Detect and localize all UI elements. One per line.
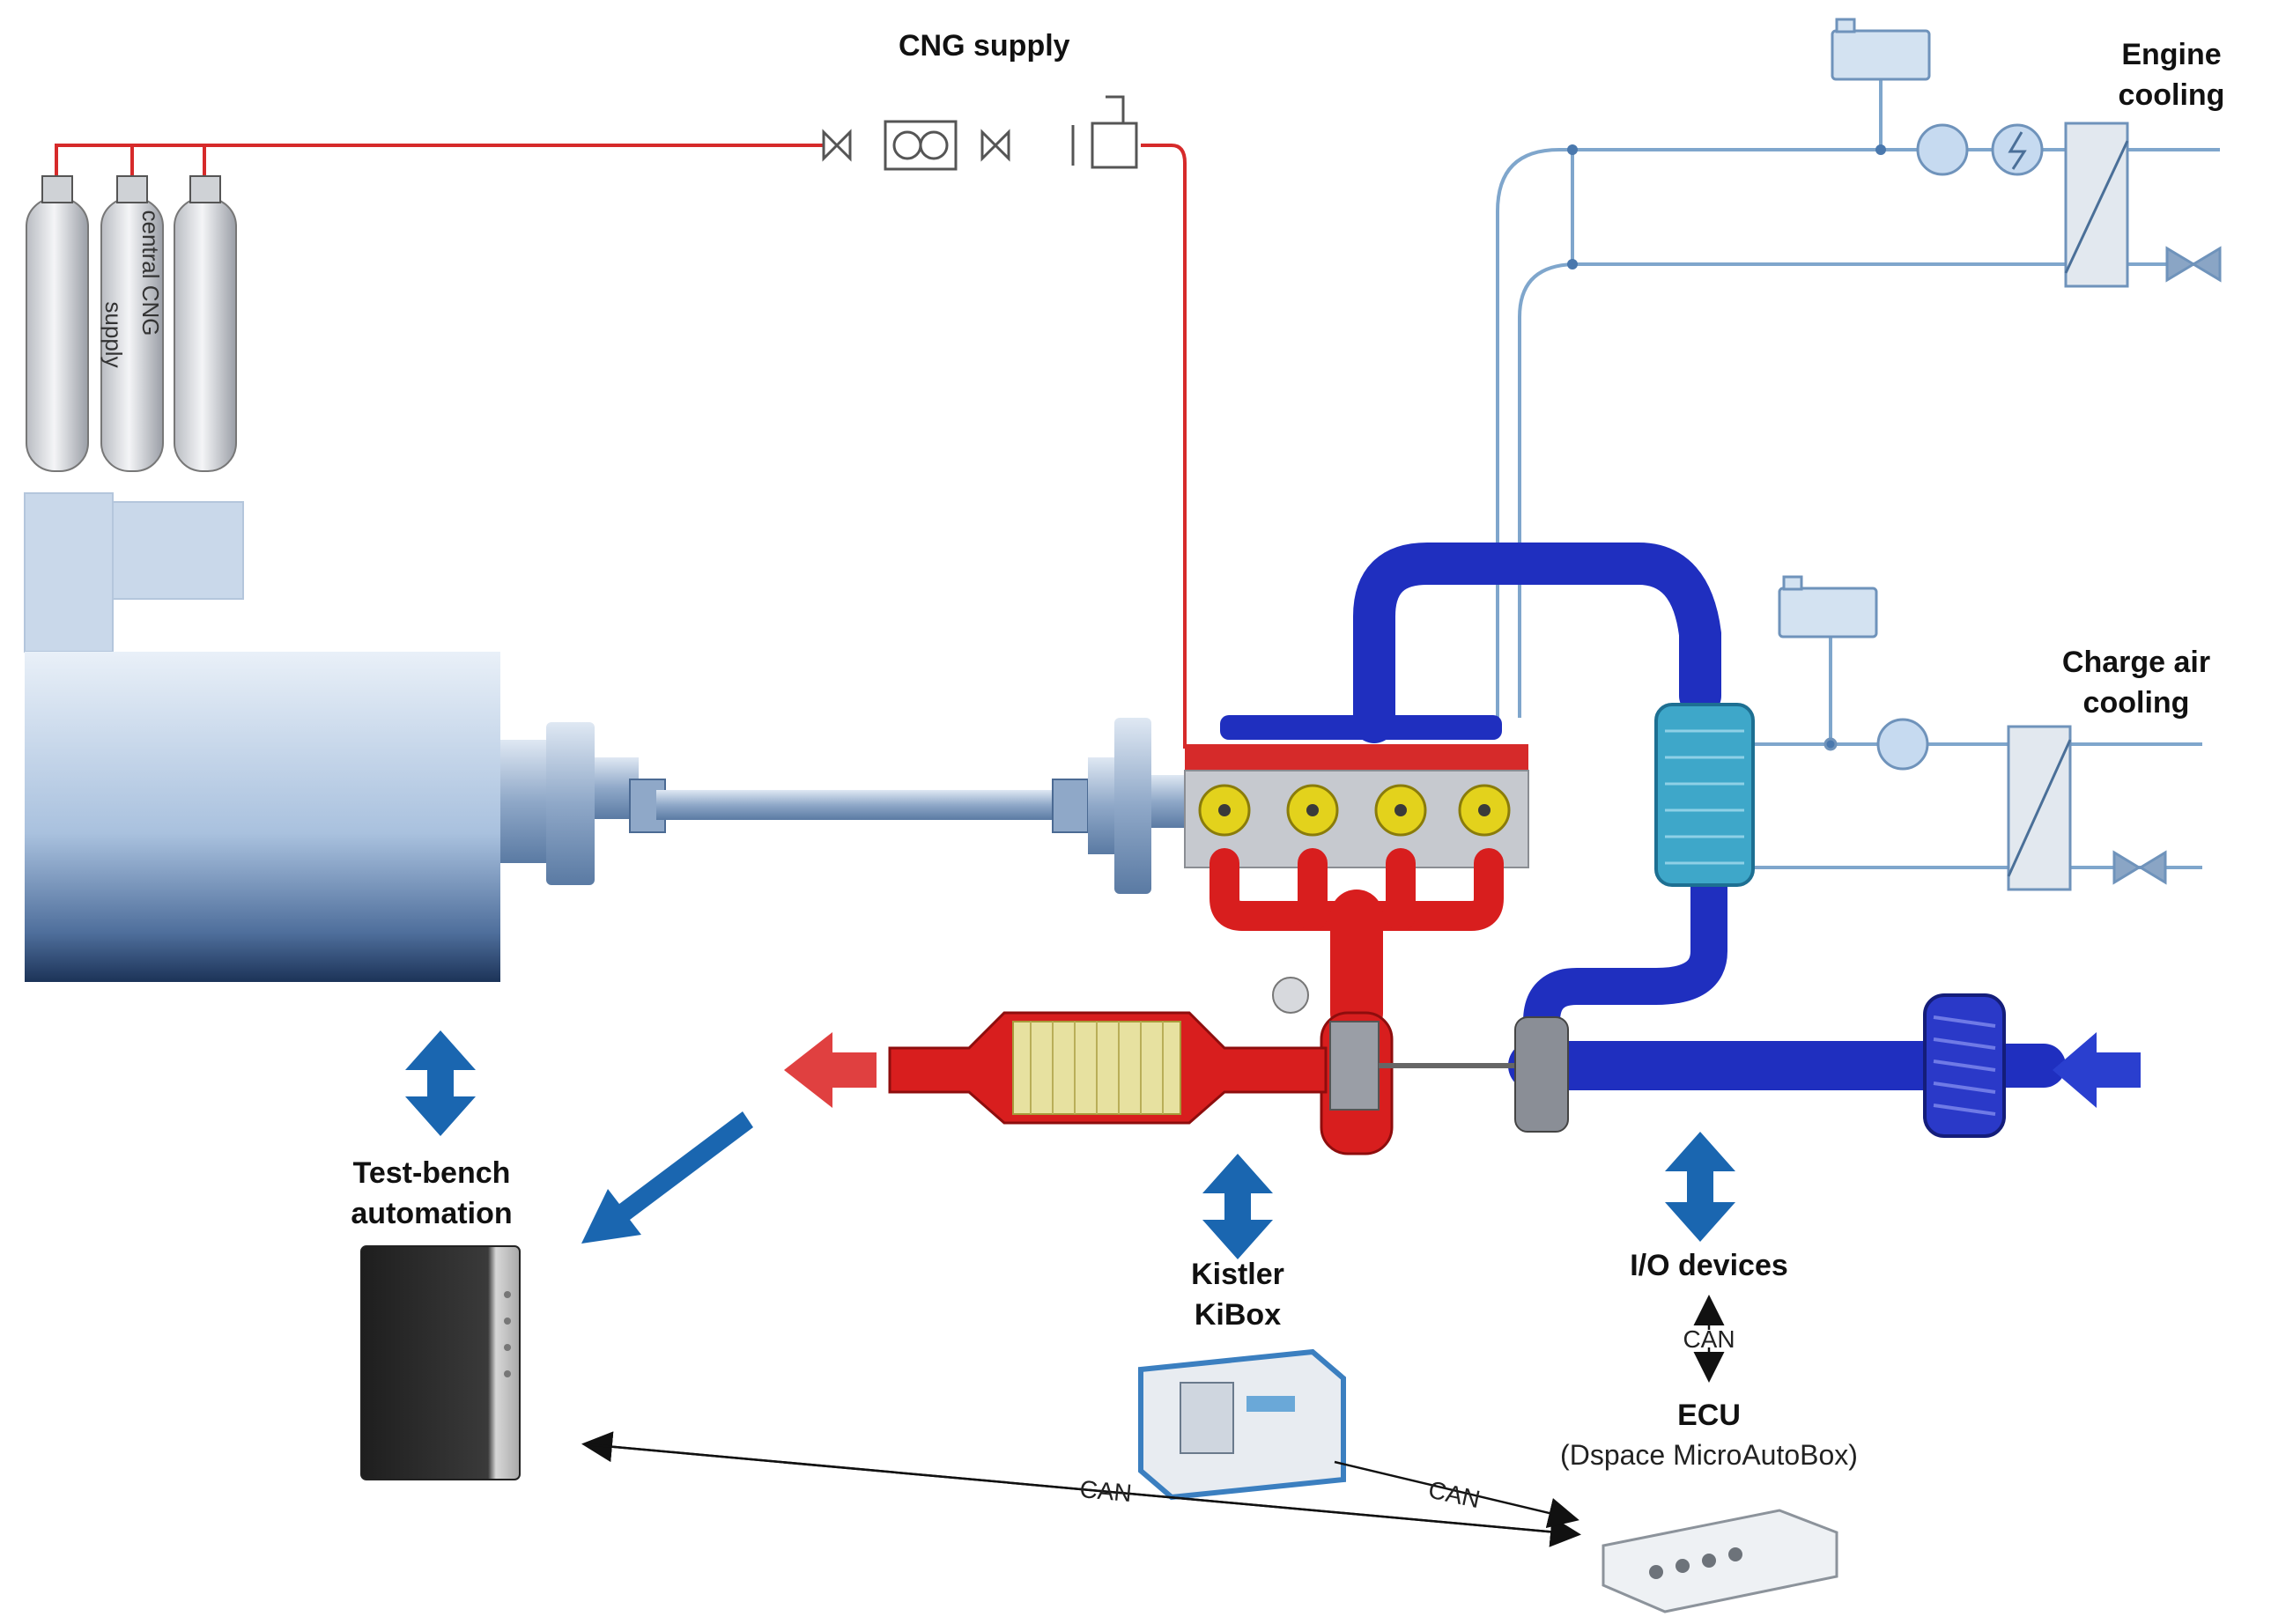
catalyst bbox=[888, 1011, 1328, 1125]
double-arrow-icon bbox=[405, 1030, 1735, 1259]
ecu-subtitle-label: (Dspace MicroAutoBox) bbox=[1560, 1439, 1858, 1471]
exhaust-arrow-icon bbox=[784, 1032, 877, 1108]
charge-air-cooling-label-line2: cooling bbox=[2082, 686, 2190, 720]
turbocharger bbox=[1272, 977, 1569, 1155]
cng-cylinders bbox=[26, 175, 237, 472]
pc-tower-icon bbox=[360, 1245, 521, 1480]
intake-arrow-icon bbox=[2053, 1032, 2141, 1108]
engine-block bbox=[1184, 744, 1529, 868]
air-filter bbox=[1923, 993, 2006, 1138]
ecu-label: ECU bbox=[1677, 1399, 1741, 1432]
engine-cooling-label-line1: Engine bbox=[2121, 38, 2222, 71]
kibox-device-icon bbox=[1138, 1348, 1346, 1501]
kistler-kibox-label-line1: Kistler bbox=[1191, 1258, 1284, 1291]
testbench-automation-label-line2: automation bbox=[351, 1197, 513, 1230]
can-label-io: CAN bbox=[1683, 1325, 1735, 1353]
intercooler bbox=[1654, 703, 1755, 887]
cng-supply-label: CNG supply bbox=[899, 29, 1070, 63]
can-label-pc: CAN bbox=[1078, 1475, 1133, 1507]
testbench-automation-label-line1: Test-bench bbox=[352, 1156, 511, 1190]
cng-valve-icon bbox=[822, 95, 1138, 171]
dynamometer bbox=[24, 492, 1187, 982]
supply-label: supply bbox=[100, 301, 127, 367]
charge-air-cooling-devices bbox=[1778, 575, 2167, 891]
central-cng-label: central CNG bbox=[137, 210, 164, 336]
charge-air-cooling-label-line1: Charge air bbox=[2061, 646, 2211, 679]
exhaust-manifold bbox=[1209, 848, 1504, 1039]
can-connections bbox=[581, 1295, 1725, 1547]
intake-manifold bbox=[1220, 715, 1502, 740]
data-flow-arrow-icon bbox=[581, 1111, 753, 1244]
coolant-junctions bbox=[1567, 144, 1886, 269]
ecu-device-icon bbox=[1602, 1509, 1838, 1613]
kistler-kibox-label-line2: KiBox bbox=[1194, 1298, 1282, 1332]
engine-cooling-label-line2: cooling bbox=[2118, 78, 2225, 112]
can-label-kibox: CAN bbox=[1426, 1476, 1483, 1514]
io-devices-label: I/O devices bbox=[1630, 1249, 1788, 1282]
cng-supply-line bbox=[55, 144, 1187, 749]
engine-cooling-devices bbox=[1831, 18, 2222, 288]
intake-piping bbox=[1353, 543, 2066, 1090]
